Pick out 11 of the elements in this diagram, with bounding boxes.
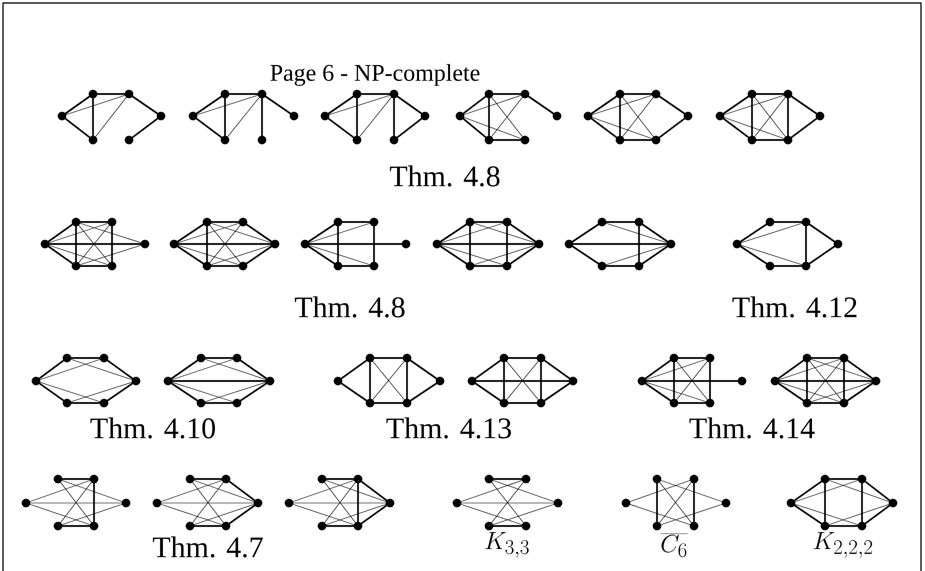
theorem-label: Thm. 4.8 xyxy=(390,165,500,187)
theorem-label: Thm. 4.7 xyxy=(152,536,263,558)
theorem-label: Thm. 4.12 xyxy=(732,296,856,318)
theorem-label: Thm. 4.13 xyxy=(386,417,511,439)
theorem-label: Thm. 4.14 xyxy=(689,417,815,439)
graph-name: $K_{3,3}$ xyxy=(485,532,529,558)
theorem-label: Thm. 4.10 xyxy=(90,417,215,439)
page-title: Page 6 - NP-complete xyxy=(270,64,480,86)
graph-name: $K_{2,2,2}$ xyxy=(814,532,872,558)
theorem-label: Thm. 4.8 xyxy=(294,296,404,318)
graph-name: $\overline{C_6}$ xyxy=(660,534,688,558)
